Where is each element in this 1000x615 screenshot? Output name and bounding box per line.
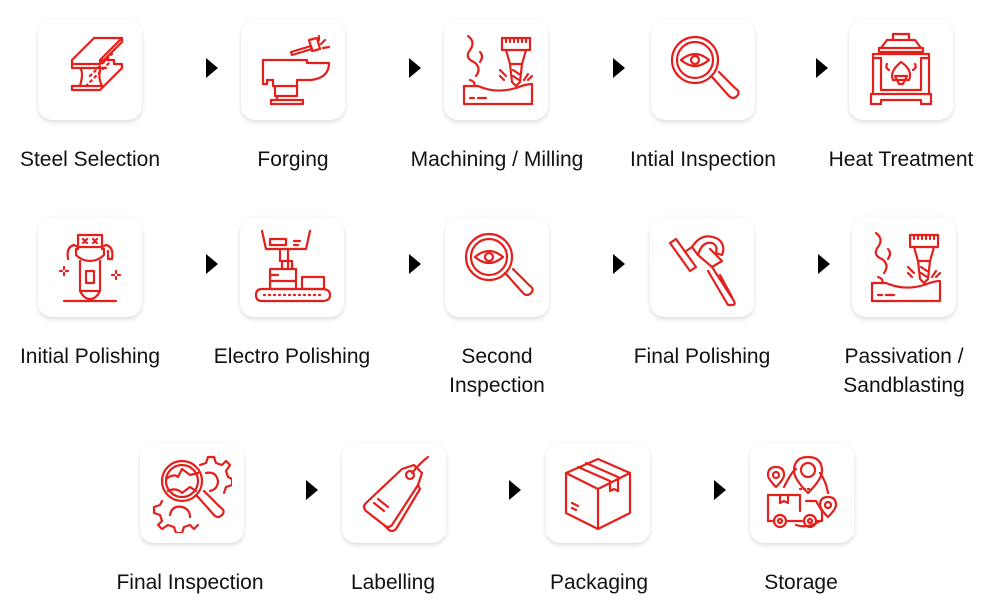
step-box-labelling <box>342 443 446 543</box>
step-box-steel-selection <box>38 20 142 120</box>
step-label-initial-polishing: Initial Polishing <box>19 345 161 368</box>
arrow-right-icon <box>567 252 631 276</box>
anvil-hammer-icon <box>253 30 333 110</box>
step-box-machining-milling <box>444 20 548 120</box>
step-label-line: Passivation / <box>844 345 964 368</box>
step-box-storage <box>750 443 854 543</box>
step-label-electro-polishing: Electro Polishing <box>213 345 371 368</box>
package-box-icon <box>558 453 638 533</box>
magnifier-eye-icon <box>663 30 743 110</box>
arrow-right-icon <box>668 478 732 502</box>
furnace-icon <box>861 30 941 110</box>
step-label-line: Second <box>461 345 533 368</box>
polisher-tool-icon <box>662 227 742 307</box>
step-label-second-inspection: Second Inspection <box>387 342 607 400</box>
arrow-right-icon <box>363 252 427 276</box>
step-box-second-inspection <box>445 217 549 317</box>
arrow-right-icon <box>160 56 224 80</box>
step-label-labelling: Labelling <box>350 571 436 594</box>
magnifier-eye-icon <box>457 227 537 307</box>
step-label-forging: Forging <box>257 148 329 171</box>
magnifier-gears-icon <box>152 453 232 533</box>
step-label-final-inspection: Final Inspection <box>116 571 264 594</box>
delivery-truck-location-icon <box>762 453 842 533</box>
conveyor-machine-icon <box>252 227 332 307</box>
step-box-passivation-sandblasting <box>852 217 956 317</box>
arrow-right-icon <box>772 252 836 276</box>
step-box-packaging <box>546 443 650 543</box>
arrow-right-icon <box>363 56 427 80</box>
arrow-right-icon <box>567 56 631 80</box>
step-label-machining-milling: Machining / Milling <box>410 148 584 171</box>
step-label-steel-selection: Steel Selection <box>19 148 161 171</box>
steel-beam-icon <box>50 30 130 110</box>
step-box-electro-polishing <box>240 217 344 317</box>
step-box-heat-treatment <box>849 20 953 120</box>
step-box-final-inspection <box>140 443 244 543</box>
step-label-line: Inspection <box>449 374 545 397</box>
price-tag-icon <box>354 453 434 533</box>
milling-drill-icon <box>456 30 536 110</box>
step-box-forging <box>241 20 345 120</box>
step-label-packaging: Packaging <box>549 571 649 594</box>
step-box-final-polishing <box>650 217 754 317</box>
step-label-final-polishing: Final Polishing <box>633 345 771 368</box>
step-box-intial-inspection <box>651 20 755 120</box>
polishing-robot-icon <box>50 227 130 307</box>
arrow-right-icon <box>770 56 834 80</box>
step-label-intial-inspection: Intial Inspection <box>630 148 776 171</box>
arrow-right-icon <box>463 478 527 502</box>
step-label-heat-treatment: Heat Treatment <box>828 148 974 171</box>
step-label-storage: Storage <box>764 571 838 594</box>
arrow-right-icon <box>160 252 224 276</box>
step-label-line: Sandblasting <box>843 374 965 397</box>
arrow-right-icon <box>260 478 324 502</box>
milling-drill-icon <box>864 227 944 307</box>
step-box-initial-polishing <box>38 217 142 317</box>
step-label-passivation-sandblasting: Passivation / Sandblasting <box>794 342 1000 400</box>
